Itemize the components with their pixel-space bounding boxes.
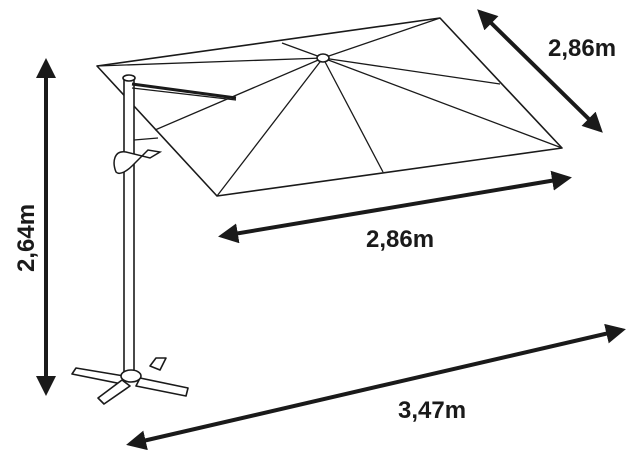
canopy-hub	[316, 53, 330, 63]
crank-handle	[113, 149, 163, 175]
width-label: 2,86m	[366, 226, 434, 253]
support-arm	[131, 82, 237, 100]
diameter-arrow	[126, 323, 626, 451]
height-label: 2,64m	[13, 204, 40, 272]
canopy-ribs	[96, 17, 563, 197]
canopy	[96, 17, 563, 197]
diameter-label: 3,47m	[398, 397, 466, 424]
canopy-outline	[96, 17, 563, 197]
base-arm-back	[149, 357, 167, 371]
dimension-arrows	[36, 9, 626, 451]
depth-arrow	[477, 9, 603, 133]
pole	[123, 77, 135, 375]
pole-top-cap	[122, 74, 136, 82]
base-arm-front	[97, 379, 131, 405]
depth-label: 2,86m	[548, 35, 616, 62]
base-arm-left	[71, 367, 125, 385]
base-hub	[120, 369, 142, 383]
base-arm-right	[135, 377, 189, 397]
width-arrow	[218, 170, 572, 244]
pole-assembly	[113, 74, 237, 375]
